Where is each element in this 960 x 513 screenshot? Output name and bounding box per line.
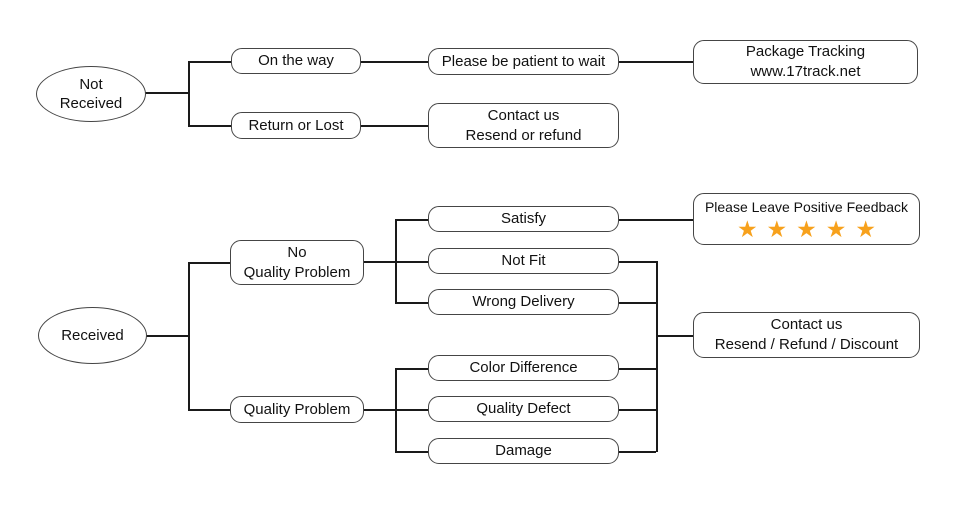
node-label: On the way [258,52,334,69]
node-label: Received [59,95,123,112]
node-label: No [287,243,307,261]
node-label: Please be patient to wait [441,52,606,70]
node-not-fit: Not Fit [428,248,619,274]
node-label: Resend or refund [465,126,582,144]
connector-line [618,451,656,453]
connector-line [188,262,230,264]
connector-line [144,92,189,94]
connector-line [188,409,230,411]
node-please-be-patient: Please be patient to wait [428,48,619,75]
node-return-or-lost: Return or Lost [231,112,361,139]
connector-line [360,125,428,127]
five-star-rating-icon: ★★★★★ [736,215,886,242]
connector-line [395,368,397,452]
node-label: Package Tracking [745,43,866,60]
connector-line [146,335,189,337]
node-label: Quality Defect [476,400,571,417]
node-quality-problem: Quality Problem [230,396,364,423]
node-label: Color Difference [469,359,578,376]
node-label: Please Leave Positive Feedback [704,198,909,215]
connector-line [618,302,656,304]
node-on-the-way: On the way [231,48,361,74]
node-label: Not Fit [501,252,546,269]
node-label: Quality Problem [243,263,351,281]
node-label: Wrong Delivery [472,293,575,310]
node-no-quality-problem: No Quality Problem [230,240,364,285]
connector-line [188,262,190,410]
connector-line [188,61,190,126]
node-quality-defect: Quality Defect [428,396,619,422]
node-label: Damage [495,442,552,459]
connector-line [188,61,231,63]
node-label: Contact us [770,316,843,333]
connector-line [395,219,397,303]
connector-line [656,335,694,337]
node-label: Resend / Refund / Discount [714,336,899,353]
node-label: Quality Problem [243,400,351,418]
node-label: Satisfy [500,210,546,227]
connector-line [618,261,656,263]
node-label: Contact us [487,106,560,124]
node-satisfy: Satisfy [428,206,619,232]
node-label: www.17track.net [750,63,861,80]
node-label: Return or Lost [248,116,344,134]
node-not-received: Not Received [36,66,146,122]
connector-line [618,368,656,370]
connector-line [395,451,428,453]
connector-line [618,219,694,221]
node-contact-us-discount: Contact us Resend / Refund / Discount [693,312,920,358]
connector-line [188,125,231,127]
node-label: Received [61,327,124,344]
connector-line [360,61,428,63]
node-package-tracking: Package Tracking www.17track.net [693,40,918,84]
connector-line [656,261,658,452]
connector-line [618,409,656,411]
node-color-difference: Color Difference [428,355,619,381]
connector-line [395,368,428,370]
connector-line [618,61,694,63]
node-positive-feedback: Please Leave Positive Feedback ★★★★★ [693,193,920,245]
connector-line [395,302,428,304]
node-received: Received [38,307,147,364]
node-label: Not [79,76,103,93]
node-contact-us-resend: Contact us Resend or refund [428,103,619,148]
connector-line [395,219,428,221]
node-damage: Damage [428,438,619,464]
node-wrong-delivery: Wrong Delivery [428,289,619,315]
